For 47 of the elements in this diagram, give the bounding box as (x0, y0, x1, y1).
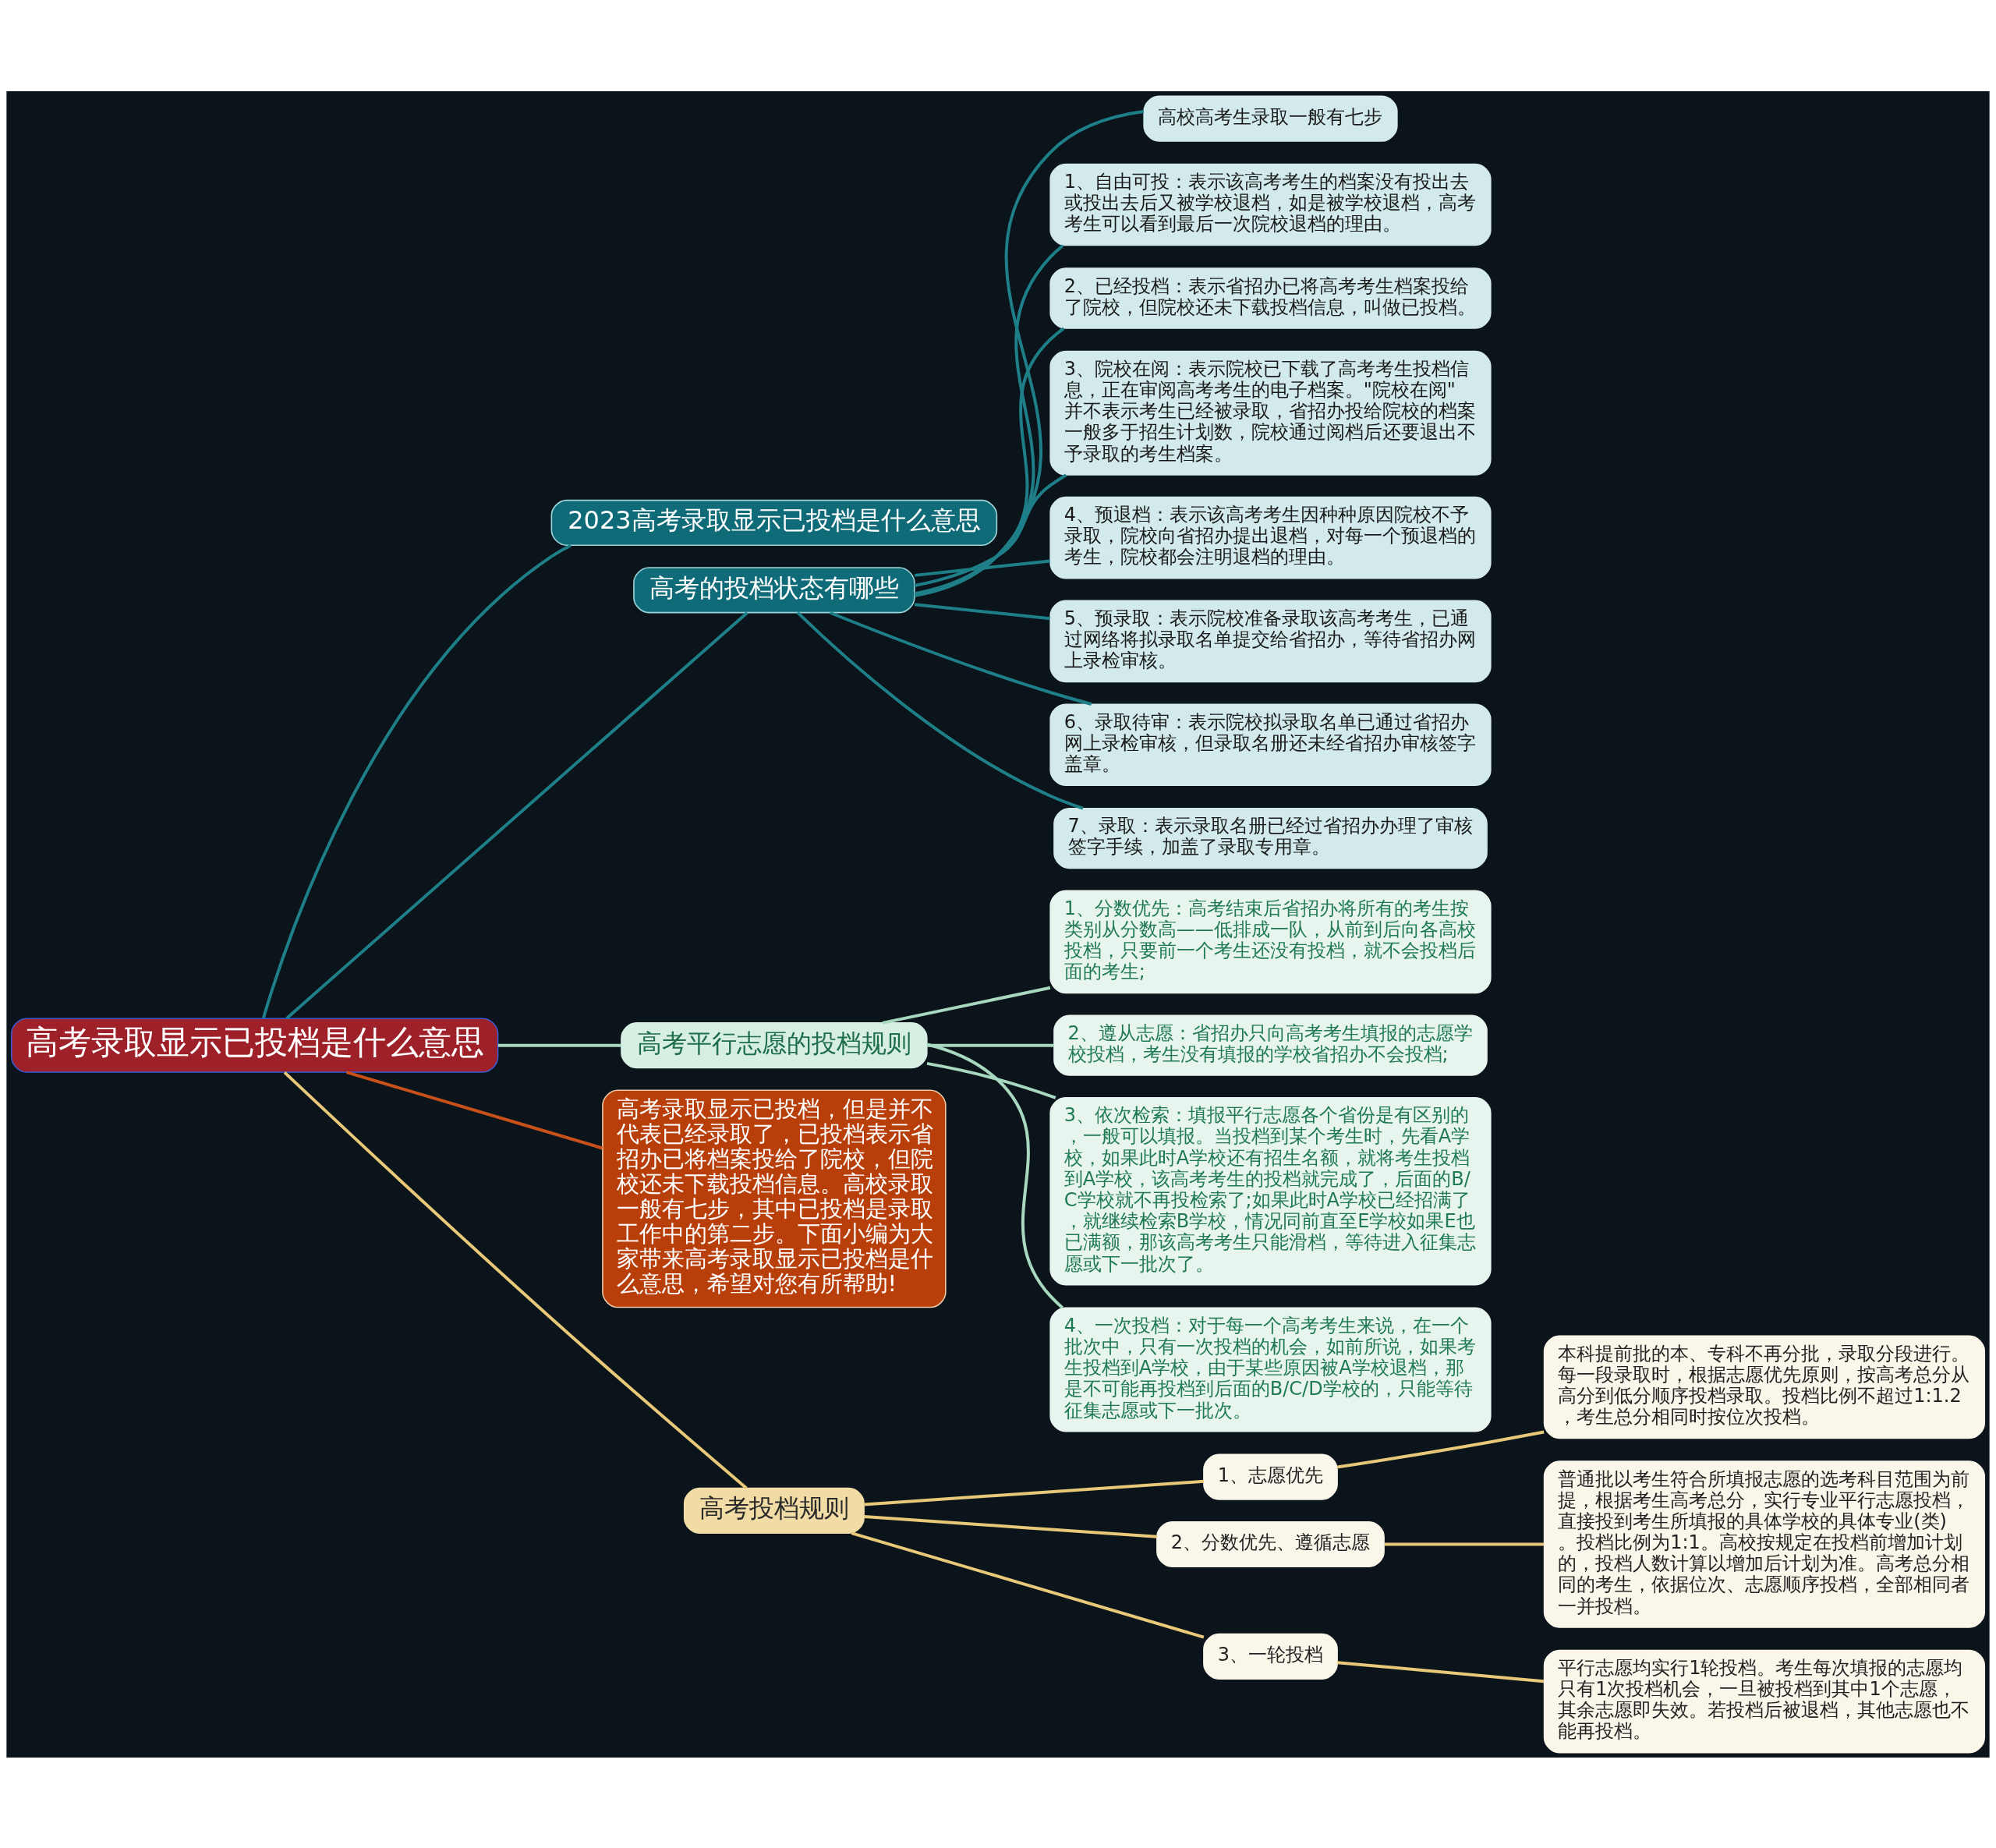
node-box: 4、预退档：表示该高考考生因种种原因院校不予录取，院校向省招办提出退档，对每一个预退档的考生，院校都会注明退档的理由。 (1049, 496, 1492, 579)
connector (864, 1479, 1204, 1506)
connector (914, 602, 1050, 620)
node-box: 2、遵从志愿：省招办只向高考考生填报的志愿学校投档，考生没有填报的学校省招办不会投档; (1053, 1014, 1488, 1076)
node-box: 高考录取显示已投档是什么意思 (10, 1017, 499, 1073)
connector (345, 1070, 603, 1149)
node-box: 高考投档规则 (683, 1487, 865, 1534)
connector (914, 109, 1145, 597)
connector (914, 559, 1050, 577)
connector (914, 327, 1065, 595)
node-box: 1、分数优先：高考结束后省招办将所有的考生按类别从分数高——低排成一队，从前到后向各高校投档，只要前一个考生还没有投档，就不会投档后面的考生; (1049, 890, 1492, 993)
connector (926, 1043, 1054, 1047)
node-box: 高校高考生录取一般有七步 (1143, 95, 1398, 142)
connector (796, 611, 1084, 810)
node-box: 4、一次投档：对于每一个高考考生来说，在一个批次中，只有一次投档的机会，如前所说，如果考生投档到A学校，由于某些原因被A学校退档，那是不可能再投档到后面的B/C/D学校的，只能等待征集志愿或下一批次。 (1049, 1307, 1492, 1432)
connector (1337, 1430, 1545, 1469)
node-box: 1、自由可投：表示该高考考生的档案没有投出去或投出去后又被学校退档，如是被学校退档，高考考生可以看到最后一次院校退档的理由。 (1049, 163, 1492, 246)
node-box: 6、录取待审：表示院校拟录取名单已通过省招办网上录检审核，但录取名册还未经省招办审核签字盖章。 (1049, 703, 1492, 786)
node-box: 2、已经投档：表示省招办已将高考考生档案投给了院校，但院校还未下载投档信息，叫做已投档。 (1049, 267, 1492, 329)
connector (497, 1043, 621, 1047)
connector (926, 1043, 1063, 1309)
connector (882, 986, 1051, 1025)
connector (915, 243, 1064, 597)
node-box: 5、预录取：表示院校准备录取该高考考生，已通过网络将拟录取名单提交给省招办，等待省招办网上录检审核。 (1049, 600, 1492, 682)
node-box: 2023高考录取显示已投档是什么意思 (550, 499, 998, 546)
node-box: 高考录取显示已投档，但是并不代表已经录取了，已投档表示省招办已将档案投给了院校，但院校还未下载投档信息。高校录取一般有七步，其中已投档是录取工作中的第二步。下面小编为大家带来高考录取显示已投档是什么意思，希望对您有所帮助! (602, 1089, 947, 1308)
node-box: 平行志愿均实行1轮投档。考生每次填报的志愿均只有1次投档机会，一旦被投档到其中1个志愿，其余志愿即失效。若投档后被退档，其他志愿也不能再投档。 (1543, 1649, 1986, 1753)
node-box: 高考的投档状态有哪些 (633, 566, 915, 613)
connector (926, 1061, 1056, 1099)
node-box: 3、依次检索：填报平行志愿各个省份是有区别的，一般可以填报。当投档到某个考生时，先看A学校，如果此时A学校还有招生名额，就将考生投档到A学校，该高考考生的投档就完成了，后面的B/C学校就不再投检索了;如果此时A学校已经招满了，就继续检索B学校，情况同前直至E学校如果E也已满额，那该高考考生只能滑档，等待进入征集志愿或下一批次了。 (1049, 1096, 1492, 1286)
node-box: 3、一轮投档 (1203, 1633, 1338, 1680)
node-box: 1、志愿优先 (1203, 1453, 1338, 1500)
connector (1384, 1542, 1545, 1545)
connector (829, 611, 1092, 706)
connector (1337, 1660, 1545, 1683)
node-box: 3、院校在阅：表示院校已下载了高考考生投档信息，正在审阅高考考生的电子档案。"院校在阅"并不表示考生已经被录取，省招办投给院校的档案一般多于招生计划数，院校通过阅档后还要退出不予录取的考生档案。 (1049, 350, 1492, 476)
connector (851, 1531, 1205, 1639)
node-box: 7、录取：表示录取名册已经过省招办办理了审核签字手续，加盖了录取专用章。 (1053, 807, 1488, 869)
connector (285, 611, 748, 1019)
connector (914, 473, 1067, 587)
connector (283, 1071, 748, 1489)
connector (262, 543, 572, 1018)
node-box: 高考平行志愿的投档规则 (621, 1021, 928, 1068)
node-box: 本科提前批的本、专科不再分批，录取分段进行。每一段录取时，根据志愿优先原则，按高考总分从高分到低分顺序投档录取。投档比例不超过1:1.2，考生总分相同时按位次投档。 (1543, 1335, 1986, 1439)
node-box: 普通批以考生符合所填报志愿的选考科目范围为前提，根据考生高考总分，实行专业平行志愿投档，直接投到考生所填报的具体学校的具体专业(类)。投档比例为1:1。高校按规定在投档前增加计划的，投档人数计算以增加后计划为准。高考总分相同的考生，依据位次、志愿顺序投档，全部相同者一并投档。 (1543, 1460, 1986, 1628)
node-box: 2、分数优先、遵循志愿 (1156, 1521, 1385, 1567)
connector (864, 1514, 1157, 1538)
